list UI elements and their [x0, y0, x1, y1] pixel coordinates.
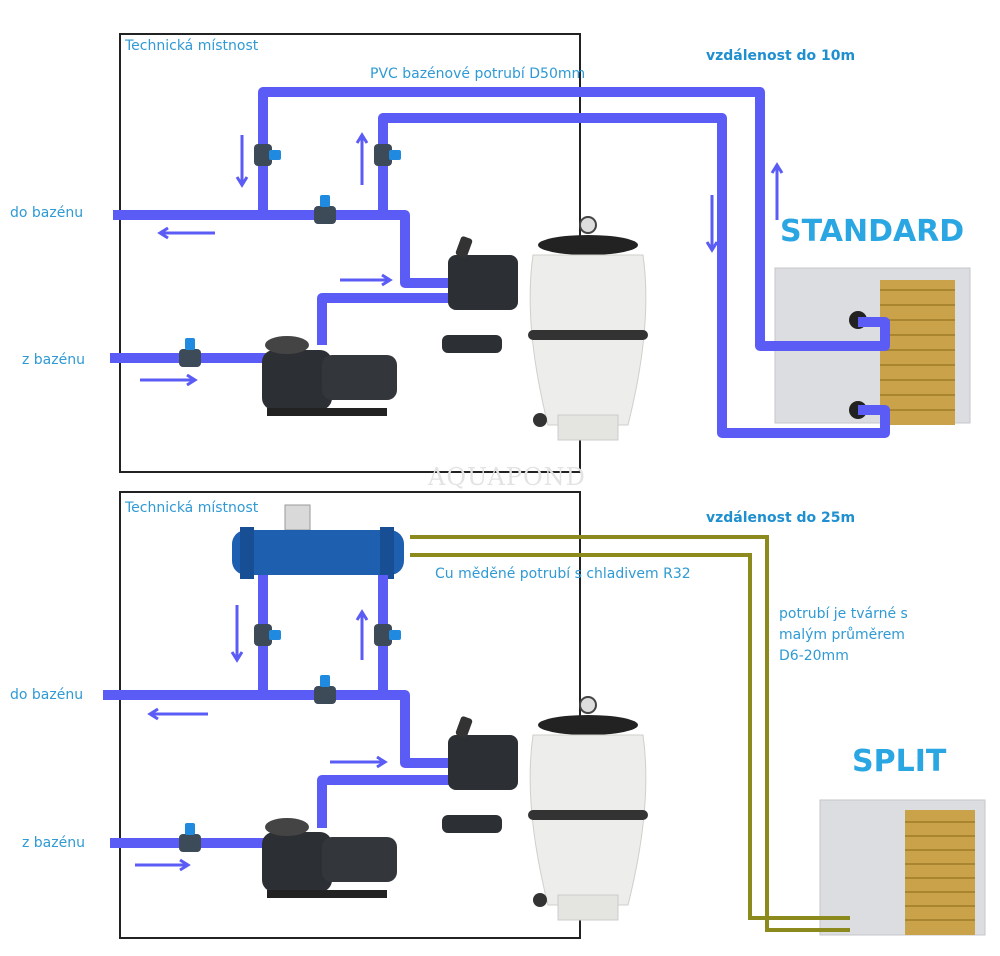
distance-label-top: vzdálenost do 10m: [706, 48, 856, 64]
distance-label-bottom: vzdálenost do 25m: [706, 510, 856, 526]
sand-filter-bottom: [441, 696, 649, 921]
pump-bottom: [262, 818, 397, 898]
technical-room-top: [119, 33, 581, 473]
valves-bottom: [179, 624, 401, 852]
to-pool-label-top: do bazénu: [10, 205, 84, 221]
watermark: AQUAPOND: [428, 463, 586, 491]
to-pool-label-bottom: do bazénu: [10, 687, 84, 703]
room-label-top: Technická místnost: [125, 38, 259, 54]
sand-filter-top: [441, 216, 649, 441]
from-pool-label-top: z bazénu: [22, 352, 85, 368]
pipe-label-bottom: Cu měděné potrubí s chladivem R32: [435, 566, 691, 582]
pipe-note: potrubí je tvárné s malým průměrem D6-20…: [779, 604, 908, 667]
valves-top: [179, 144, 401, 367]
room-label-bottom: Technická místnost: [125, 500, 259, 516]
pipe-note-line: D6-20mm: [779, 648, 849, 664]
from-pool-label-bottom: z bazénu: [22, 835, 85, 851]
pipe-note-line: potrubí je tvárné s: [779, 606, 908, 622]
pump-top: [262, 336, 397, 416]
pipe-note-line: malým průměrem: [779, 627, 905, 643]
unit-title-standard: STANDARD: [780, 214, 965, 249]
technical-room-bottom: [119, 491, 581, 939]
flow-arrows-bottom: [135, 605, 388, 872]
flow-arrows-top: [140, 132, 784, 387]
unit-title-split: SPLIT: [852, 744, 947, 779]
copper-pipes: [410, 535, 850, 932]
pvc-pipes-top: [110, 87, 890, 438]
heat-exchanger: [232, 504, 404, 579]
split-heat-pump-unit: [819, 799, 986, 936]
pipe-label-top: PVC bazénové potrubí D50mm: [370, 66, 586, 82]
